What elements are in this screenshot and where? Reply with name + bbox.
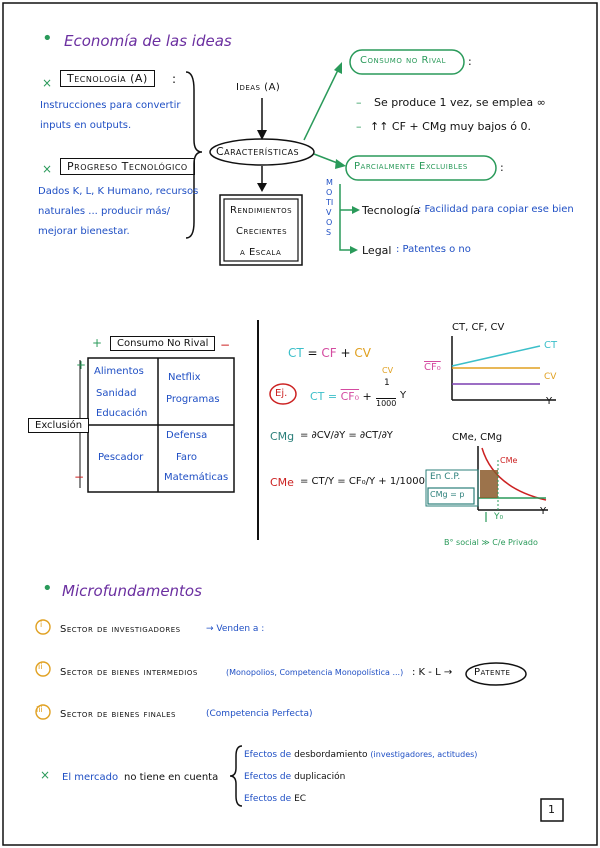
minus-side: − (74, 470, 85, 484)
bullet-dot: • (42, 28, 53, 49)
graph1-ct-line (451, 345, 541, 367)
x-mark: × (40, 768, 51, 782)
graph1-xlabel: Y (546, 396, 553, 407)
graph1-ct-label: CT (544, 340, 558, 351)
graph1-cv-label: CV (544, 372, 557, 382)
matrix-header: Consumo No Rival (110, 336, 216, 351)
rend-2: Crecientes (236, 226, 288, 237)
mercado-b: no tiene en cuenta (124, 772, 219, 783)
tech-label: Tecnología (A) (60, 70, 155, 87)
ct-ej: CT = CF₀ + (310, 390, 372, 403)
ct-ej-den: 1000 (376, 398, 397, 408)
cell-br-2: Faro (176, 452, 197, 463)
section2-title: Microfundamentos (62, 582, 202, 600)
item3-num: iii (36, 705, 43, 714)
graph2-ylabel: CMe, CMg (452, 432, 503, 443)
bullet-dot: • (42, 578, 53, 599)
rend-3: a Escala (240, 247, 282, 258)
graph2-y0: Y₀ (494, 512, 504, 522)
x-mark: × (42, 76, 53, 90)
cell-tl-2: Sanidad (96, 388, 137, 399)
caract-label: Características (216, 145, 300, 158)
graph1-ylabel: CT, CF, CV (452, 322, 505, 333)
cmg-label: CMg (270, 430, 295, 443)
item2-paren: (Monopolios, Competencia Monopolística .… (226, 668, 404, 677)
page-number: 1 (548, 803, 555, 816)
box-rendimientos-outer (219, 194, 303, 266)
ct-equation: CT = CF + CV (288, 346, 371, 360)
prog-desc-2: naturales ... producir más/ (38, 206, 171, 217)
x-mark: × (42, 162, 53, 176)
prog-desc-3: mejorar bienestar. (38, 226, 130, 237)
prog-label: Progreso Tecnológico (60, 158, 195, 175)
motivos-label: MOTIVOS (326, 178, 334, 237)
efecto3: Efectos de EC (244, 794, 307, 804)
ct-ej-num: 1 (384, 378, 390, 388)
plus-side: + (76, 358, 87, 372)
cell-tl-1: Alimentos (94, 366, 144, 377)
graph2-xlabel: Y (540, 506, 547, 517)
matrix-side-label: Exclusión (28, 418, 90, 433)
efecto1: Efectos de desbordamiento (investigadore… (244, 750, 478, 760)
cell-bl-1: Pescador (98, 452, 144, 463)
prog-desc-1: Dados K, L, K Humano, recursos (38, 186, 199, 197)
cell-br-1: Defensa (166, 430, 208, 441)
tech-desc-1: Instrucciones para convertir (40, 100, 181, 111)
item3-label: Sector de bienes finales (60, 709, 176, 720)
section1-title: Economía de las ideas (64, 32, 232, 50)
rend-1: Rendimientos (230, 205, 293, 216)
tecnologia-val: : Facilidad para copiar ese bien (418, 204, 574, 215)
cell-br-3: Matemáticas (164, 472, 229, 483)
patente-badge: Patente (474, 667, 511, 678)
cr-line1: Se produce 1 vez, se emplea ∞ (374, 96, 546, 109)
oval-caracteristicas (209, 138, 315, 166)
graph2-loss-area (480, 470, 498, 498)
efecto2: Efectos de duplicación (244, 772, 346, 782)
consumo-rival: Consumo no Rival (360, 55, 446, 66)
graph2-cmg-p: CMg = p (430, 490, 465, 499)
graph2-en-cp: En C.P. (430, 472, 461, 482)
minus-top: − (220, 338, 231, 352)
item2-num: ii (38, 662, 43, 671)
item2-tail: : K - L → (412, 667, 453, 678)
mercado-a: El mercado (62, 772, 119, 783)
ideas-label: Ideas (A) (236, 82, 281, 93)
item1-label: Sector de investigadores (60, 624, 181, 635)
cr-line2: ↑↑ CF + CMg muy bajos ó 0. (370, 120, 531, 133)
cell-tr-2: Programas (166, 394, 220, 405)
tecnologia-key: Tecnología (362, 204, 420, 217)
ct-ej-y: Y (400, 390, 407, 401)
cme-eq: = CT/Y = CF₀/Y + 1/1000 (300, 476, 425, 487)
graph1-cf0-label: CF₀ (424, 362, 441, 373)
item2-label: Sector de bienes intermedios (60, 667, 198, 678)
item1-num: i (40, 620, 43, 629)
item1-tail: → Venden a : (206, 624, 265, 634)
brace-left (185, 71, 203, 239)
arrow-consumo-rival (303, 69, 339, 141)
cmg-eq: = ∂CV/∂Y = ∂CT/∂Y (300, 430, 393, 441)
tech-desc-2: inputs en outputs. (40, 120, 132, 131)
item3-paren: (Competencia Perfecta) (206, 709, 313, 719)
arrow-parcial (313, 153, 341, 165)
ct-ej-cv: CV (382, 366, 394, 375)
parcial-excl: Parcialmente Excluibles (354, 161, 468, 172)
legal-key: Legal (362, 244, 392, 257)
legal-val: : Patentes o no (396, 244, 471, 255)
cell-tr-1: Netflix (168, 372, 201, 383)
cme-label: CMe (270, 476, 294, 489)
graph2-cme-label: CMe (500, 456, 518, 465)
cell-tl-3: Educación (96, 408, 148, 419)
graph2-note: B° social ≫ C/e Privado (444, 538, 538, 547)
plus-top: + (92, 336, 103, 350)
ej-label: Ej. (275, 388, 288, 399)
